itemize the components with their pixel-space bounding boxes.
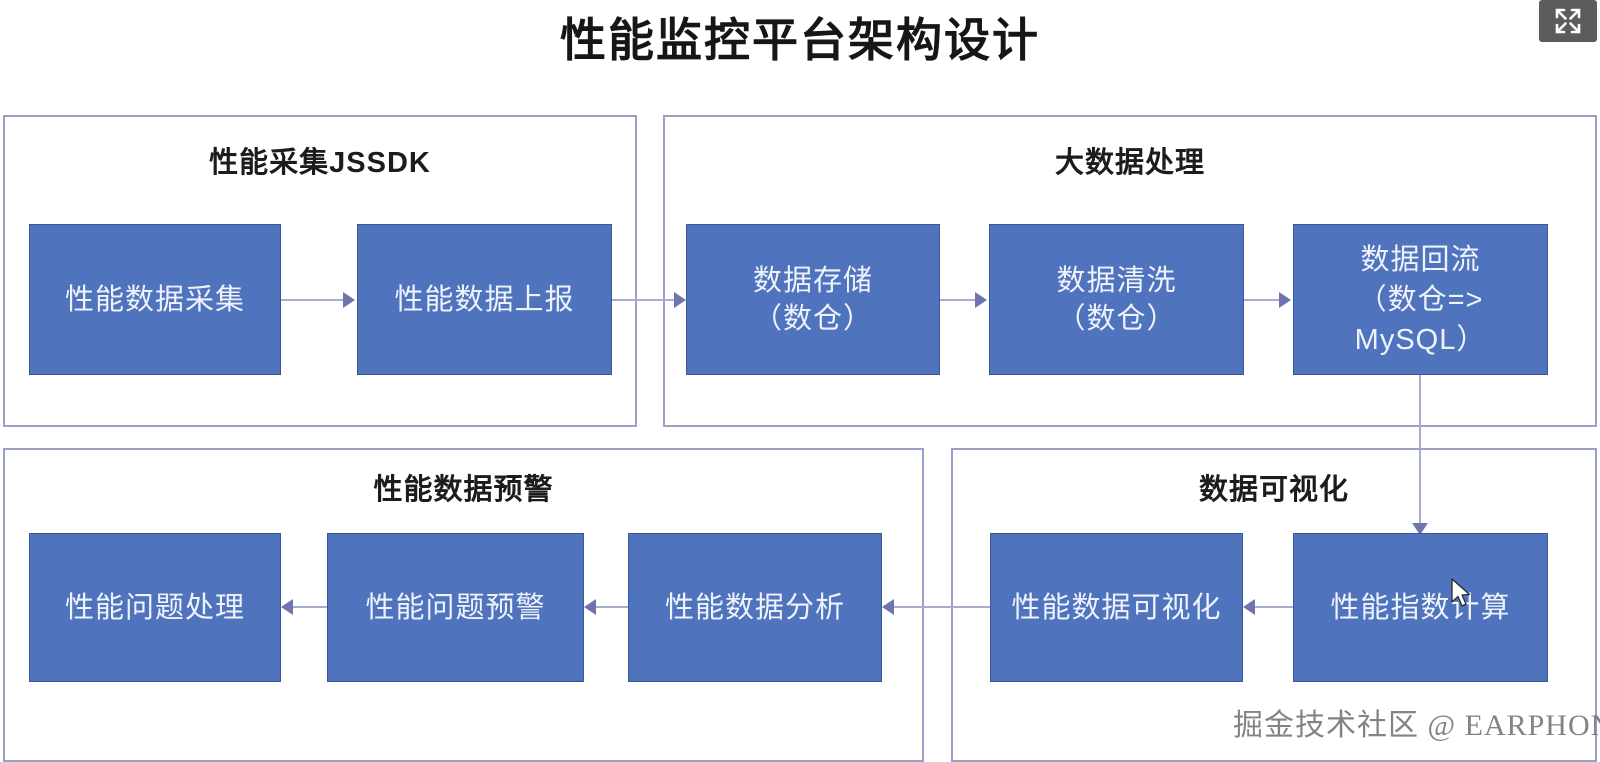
box-performance-issue-alert[interactable]: 性能问题预警 [327,533,584,682]
box-data-cleaning[interactable]: 数据清洗 （数仓） [989,224,1244,375]
arrowhead-right-icon [1279,292,1291,308]
box-data-storage[interactable]: 数据存储 （数仓） [686,224,940,375]
fullscreen-icon [1555,8,1581,34]
panel-bigdata-title: 大数据处理 [1054,147,1205,179]
arrowhead-right-icon [343,292,355,308]
box-performance-data-visualization[interactable]: 性能数据可视化 [990,533,1243,682]
connector-analysis-to-alert [596,606,628,608]
box-label: 性能指数计算 [1330,591,1511,624]
box-performance-data-report[interactable]: 性能数据上报 [357,224,612,375]
connector-visualization-to-analysis [894,606,990,608]
arrowhead-left-icon [1243,599,1255,615]
box-label: 性能数据采集 [64,283,245,316]
box-label: 数据回流 （数仓=> MySQL） [1354,243,1487,356]
box-label: 数据存储 （数仓） [752,264,873,335]
box-label: 性能数据上报 [394,283,575,316]
panel-bigdata: 大数据处理 [663,115,1597,427]
box-performance-data-collection[interactable]: 性能数据采集 [29,224,281,375]
panel-collect: 性能采集JSSDK [3,115,637,427]
panel-collect-title: 性能采集JSSDK [209,147,431,179]
connector-report-to-storage [612,299,676,301]
box-label: 性能数据分析 [664,591,845,624]
panel-alert-title: 性能数据预警 [373,474,554,506]
box-label: 性能数据可视化 [1011,591,1222,624]
box-performance-index-calculation[interactable]: 性能指数计算 [1293,533,1548,682]
watermark: 掘金技术社区 @ EARPHONE [1233,709,1600,742]
arrowhead-down-icon [1412,523,1428,535]
panel-alert: 性能数据预警 [3,448,924,762]
connector-alert-to-handling [293,606,327,608]
box-performance-issue-handling[interactable]: 性能问题处理 [29,533,281,682]
fullscreen-button[interactable] [1539,0,1597,42]
arrowhead-left-icon [584,599,596,615]
box-performance-data-analysis[interactable]: 性能数据分析 [628,533,882,682]
connector-backflow-to-index-calc [1419,375,1421,527]
connector-index-calc-to-visualization [1255,606,1293,608]
arrowhead-left-icon [882,599,894,615]
box-label: 数据清洗 （数仓） [1056,264,1177,335]
panel-visualization-title: 数据可视化 [1198,474,1349,506]
connector-storage-to-cleaning [940,299,977,301]
page-title: 性能监控平台架构设计 [560,14,1040,66]
box-label: 性能问题处理 [64,591,245,624]
arrowhead-right-icon [674,292,686,308]
panel-visualization: 数据可视化 [951,448,1597,762]
arrowhead-right-icon [975,292,987,308]
box-data-backflow[interactable]: 数据回流 （数仓=> MySQL） [1293,224,1548,375]
arrowhead-left-icon [281,599,293,615]
connector-collect-to-report [281,299,345,301]
box-label: 性能问题预警 [365,591,546,624]
connector-cleaning-to-backflow [1244,299,1281,301]
